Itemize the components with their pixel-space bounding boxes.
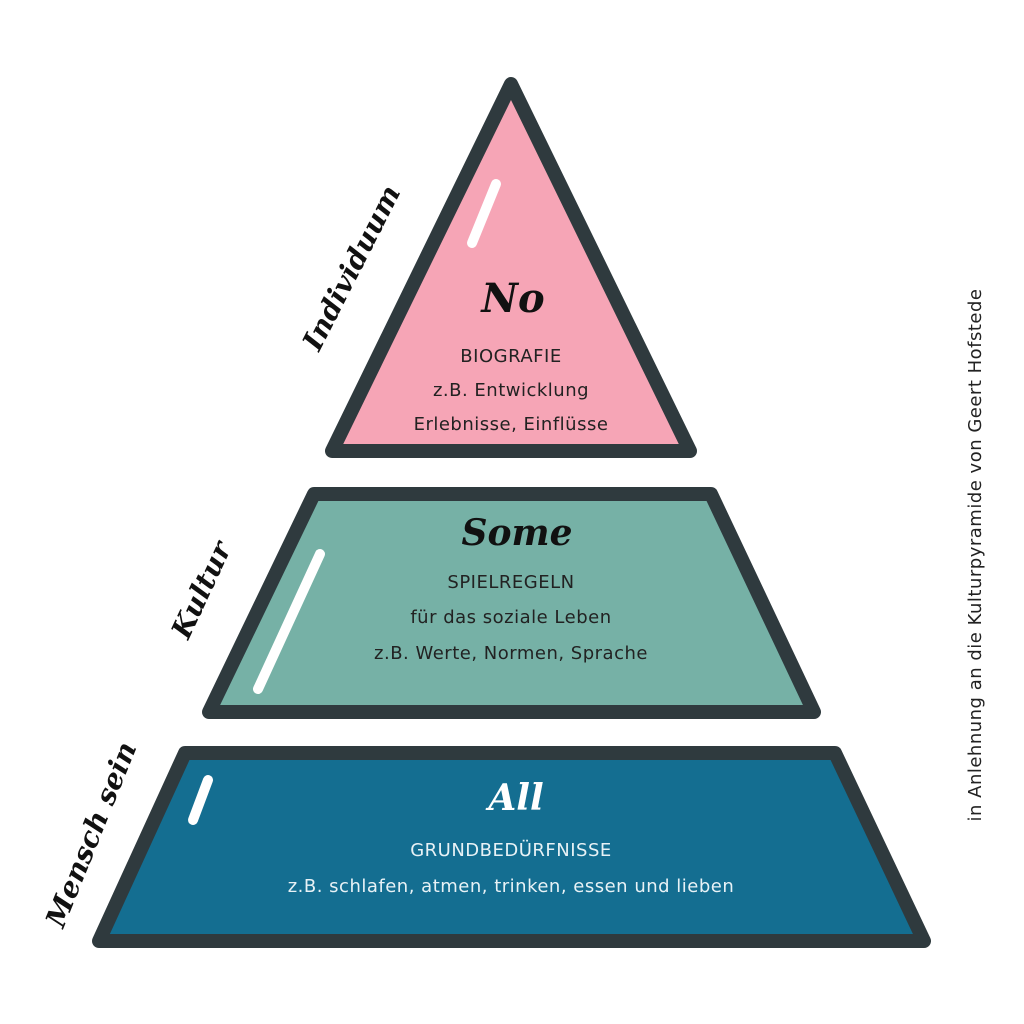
level-line: für das soziale Leben [410,607,611,628]
level-heading: No [479,275,544,322]
trapezoid-shape [202,487,821,719]
level-line: Erlebnisse, Einflüsse [414,414,609,435]
level-title: BIOGRAFIE [460,346,561,367]
gloss-highlight [188,775,213,825]
triangle-shape [325,77,697,458]
level-line: z.B. schlafen, atmen, trinken, essen und… [288,876,735,897]
level-title: SPIELREGELN [447,572,574,593]
side-label: Kultur [164,534,239,644]
gloss-highlight [467,179,501,248]
pyramid-level-individual: No BIOGRAFIE z.B. Entwicklung Erlebnisse… [295,77,697,458]
level-heading: Some [461,512,572,554]
level-heading: All [485,777,543,819]
gloss-highlight [253,549,325,694]
level-line: z.B. Entwicklung [433,380,589,401]
pyramid-level-culture: Some SPIELREGELN für das soziale Leben z… [164,487,821,719]
source-note: in Anlehnung an die Kulturpyramide von G… [965,288,986,821]
level-line: z.B. Werte, Normen, Sprache [374,643,648,664]
level-title: GRUNDBEDÜRFNISSE [410,839,612,861]
pyramid-level-human: All GRUNDBEDÜRFNISSE z.B. schlafen, atme… [39,737,931,948]
trapezoid-shape [92,746,931,948]
